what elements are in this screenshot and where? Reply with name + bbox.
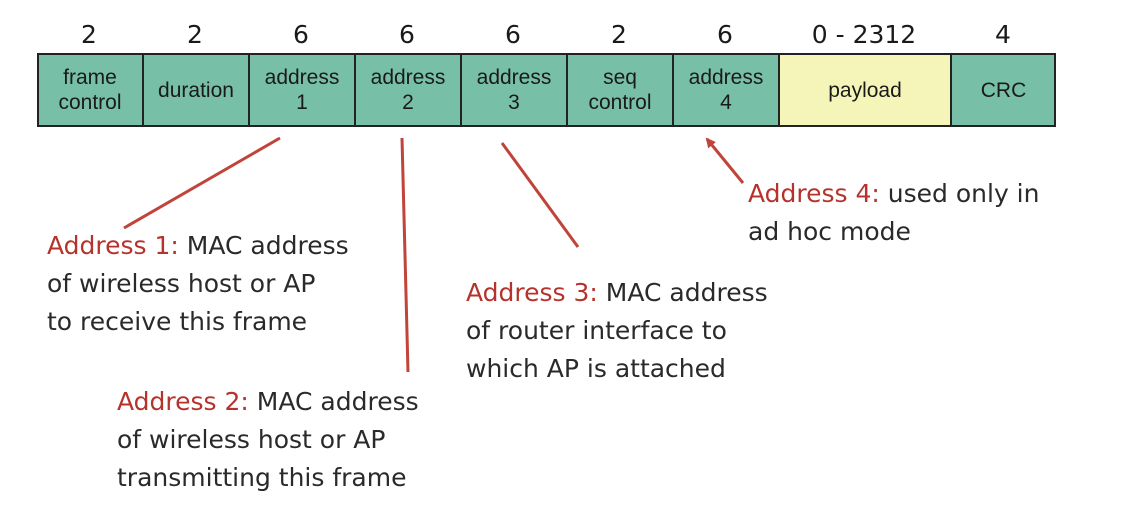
note-address-1-line2: of wireless host or AP <box>47 269 316 298</box>
field-payload: payload <box>779 53 951 127</box>
note-address-4-line2: ad hoc mode <box>748 217 911 246</box>
note-address-3-line2: of router interface to <box>466 316 727 345</box>
field-size-seq-control: 2 <box>611 20 627 49</box>
note-address-2: Address 2: MAC address of wireless host … <box>117 383 419 497</box>
pointer-address-1 <box>123 136 281 230</box>
note-address-1: Address 1: MAC address of wireless host … <box>47 227 349 341</box>
field-address-2: address 2 <box>355 53 461 127</box>
field-size-address-2: 6 <box>399 20 415 49</box>
field-address-3: address 3 <box>461 53 567 127</box>
field-size-frame-control: 2 <box>81 20 97 49</box>
divider <box>566 53 568 127</box>
pointer-address-2 <box>400 137 410 373</box>
field-size-crc: 4 <box>995 20 1011 49</box>
field-size-address-3: 6 <box>505 20 521 49</box>
field-address-1: address 1 <box>249 53 355 127</box>
note-address-3-line1: MAC address <box>597 278 768 307</box>
divider <box>672 53 674 127</box>
note-address-2-line3: transmitting this frame <box>117 463 407 492</box>
field-size-address-1: 6 <box>293 20 309 49</box>
field-size-address-4: 6 <box>717 20 733 49</box>
note-address-3-line3: which AP is attached <box>466 354 726 383</box>
note-address-4: Address 4: used only in ad hoc mode <box>748 175 1039 251</box>
note-address-4-title: Address 4: <box>748 179 880 208</box>
note-address-3-title: Address 3: <box>466 278 598 307</box>
pointer-address-4 <box>705 137 745 184</box>
field-size-duration: 2 <box>187 20 203 49</box>
divider <box>354 53 356 127</box>
note-address-1-line3: to receive this frame <box>47 307 308 336</box>
field-frame-control: frame control <box>37 53 143 127</box>
field-crc: CRC <box>951 53 1056 127</box>
field-seq-control: seq control <box>567 53 673 127</box>
note-address-2-title: Address 2: <box>117 387 249 416</box>
note-address-3: Address 3: MAC address of router interfa… <box>466 274 768 388</box>
field-size-payload: 0 - 2312 <box>811 20 917 49</box>
divider <box>248 53 250 127</box>
note-address-4-line1: used only in <box>879 179 1040 208</box>
field-duration: duration <box>143 53 249 127</box>
note-address-1-line1: MAC address <box>178 231 349 260</box>
field-address-4: address 4 <box>673 53 779 127</box>
note-address-2-line2: of wireless host or AP <box>117 425 386 454</box>
divider <box>950 53 952 127</box>
note-address-1-title: Address 1: <box>47 231 179 260</box>
pointer-address-3 <box>500 142 580 248</box>
divider <box>460 53 462 127</box>
divider <box>142 53 144 127</box>
divider <box>778 53 780 127</box>
note-address-2-line1: MAC address <box>248 387 419 416</box>
